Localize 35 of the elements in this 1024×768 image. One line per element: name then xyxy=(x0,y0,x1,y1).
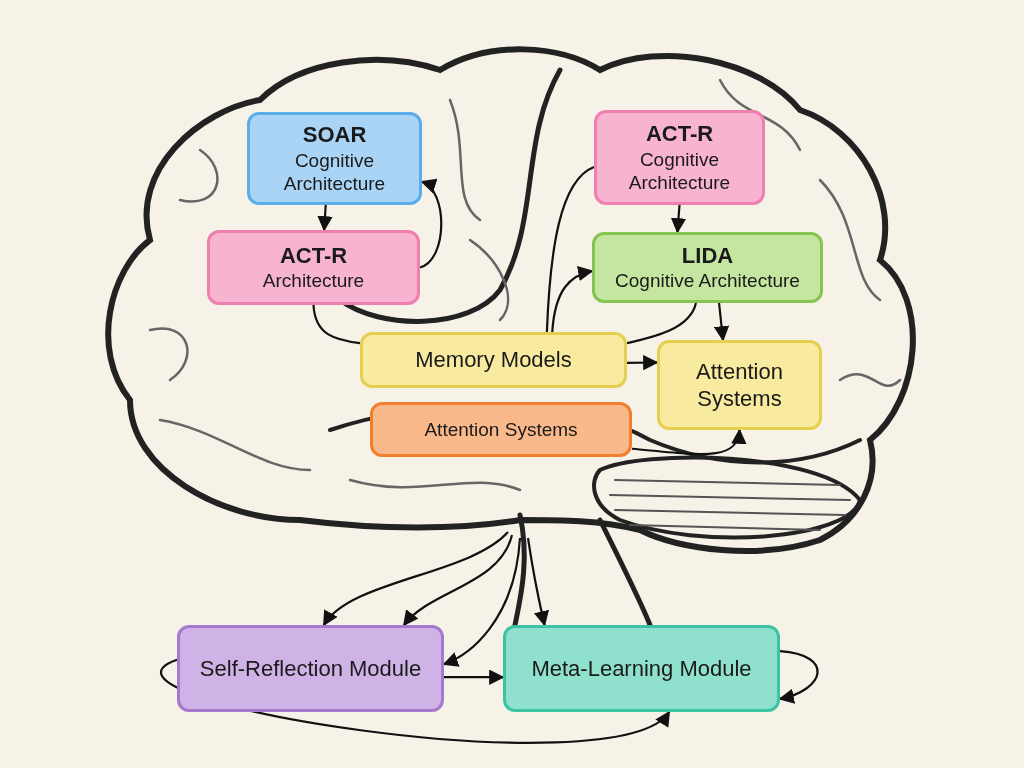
process-box xyxy=(657,340,822,430)
box-label: Attention Systems xyxy=(424,417,578,442)
box-label: Cognitive Architecture xyxy=(615,269,800,294)
arrow xyxy=(317,204,333,232)
box-label: ACT-R xyxy=(279,241,348,270)
process-box xyxy=(177,625,444,712)
arrow xyxy=(442,537,522,666)
box-label: Meta-Learning Module xyxy=(531,654,752,683)
process-box xyxy=(592,232,823,303)
arrow xyxy=(402,534,514,627)
process-box xyxy=(370,402,632,457)
arrow xyxy=(778,650,819,703)
arrow xyxy=(670,204,687,234)
arrow xyxy=(526,537,549,627)
box-label: LIDA xyxy=(681,241,734,270)
arrow xyxy=(444,669,505,685)
process-box xyxy=(247,112,422,205)
arrow xyxy=(713,302,730,342)
box-label: SOAR xyxy=(302,121,367,149)
box-label: Memory Models xyxy=(415,346,572,374)
arrow xyxy=(631,428,745,456)
box-label: ACT-R xyxy=(645,120,714,148)
box-label: Self-Reflection Module xyxy=(199,654,422,683)
box-label: Cognitive Architecture xyxy=(627,147,732,195)
arrow xyxy=(419,180,443,269)
box-label: Attention Systems xyxy=(695,357,784,413)
arrow xyxy=(551,266,594,333)
arrow xyxy=(627,354,659,371)
box-label: Architecture xyxy=(262,269,365,294)
process-box xyxy=(503,625,780,712)
process-box xyxy=(360,332,627,388)
box-label: Cognitive Architecture xyxy=(282,148,387,196)
arrow xyxy=(322,531,509,627)
process-box xyxy=(207,230,420,305)
process-box xyxy=(594,110,765,205)
